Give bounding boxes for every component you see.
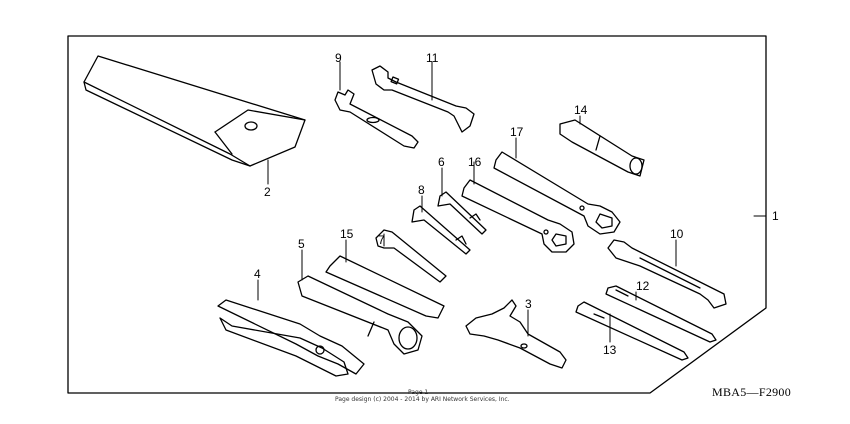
screwdriver-13 (575, 301, 689, 361)
wrench-10 (607, 239, 727, 309)
copyright-notice: Page design (c) 2004 - 2014 by ARI Netwo… (335, 396, 510, 403)
wrench-9 (334, 89, 419, 149)
page-label: Page 1 (408, 389, 429, 396)
callout-16: 16 (468, 155, 482, 169)
callout-4: 4 (254, 267, 261, 281)
callout-3: 3 (525, 297, 532, 311)
callout-14: 14 (574, 103, 588, 117)
hex-key-7 (375, 229, 447, 283)
callout-15: 15 (340, 227, 354, 241)
callout-8: 8 (418, 183, 425, 197)
hex-key-8 (411, 205, 471, 255)
callout-11: 11 (426, 51, 439, 65)
spark-plug-wrench-5 (297, 275, 423, 355)
wrench-16 (461, 179, 575, 253)
screwdriver-12 (605, 285, 717, 343)
callout-5: 5 (298, 237, 305, 251)
callout-1: 1 (772, 209, 779, 223)
pliers-4 (217, 299, 365, 377)
callout-12: 12 (636, 279, 650, 293)
hex-key-6 (437, 191, 487, 235)
callout-2: 2 (264, 185, 271, 199)
callout-7: 7 (378, 233, 385, 247)
wrench-11 (371, 65, 475, 133)
pin-spanner-3 (465, 299, 567, 369)
callout-9: 9 (335, 51, 342, 65)
socket-wrench-14 (559, 119, 645, 177)
callout-6: 6 (438, 155, 445, 169)
extension-bar-15 (325, 255, 445, 319)
leader-lines (257, 61, 767, 343)
callout-10: 10 (670, 227, 684, 241)
frame-outline (67, 35, 767, 394)
callout-13: 13 (603, 343, 617, 357)
tool-pouch (83, 55, 306, 167)
callout-17: 17 (510, 125, 524, 139)
diagram-code: MBA5—F2900 (712, 385, 792, 399)
wrench-17 (493, 151, 621, 235)
